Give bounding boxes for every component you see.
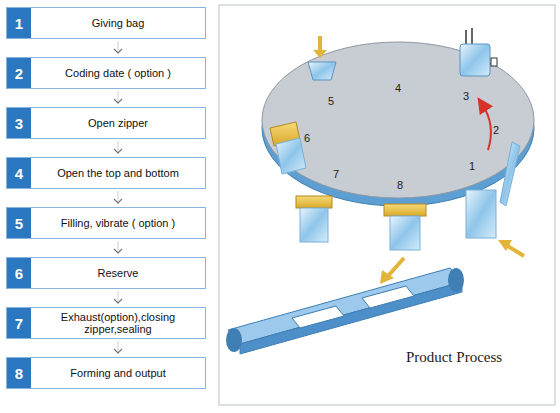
process-step: 1Giving bag bbox=[6, 7, 206, 39]
flow-chevron bbox=[114, 141, 122, 154]
process-step: 6Reserve bbox=[6, 257, 206, 289]
process-step: 3Open zipper bbox=[6, 107, 206, 139]
arrow-head bbox=[114, 349, 122, 353]
step-number: 2 bbox=[7, 58, 31, 88]
station-number: 4 bbox=[395, 82, 401, 94]
arrow-head bbox=[114, 49, 122, 53]
step-number: 6 bbox=[7, 258, 31, 288]
step-label: Open zipper bbox=[31, 108, 205, 138]
arrow-head bbox=[114, 149, 122, 153]
process-step: 8Forming and output bbox=[6, 357, 206, 389]
step-label: Exhaust(option),closing zipper,sealing bbox=[31, 308, 205, 338]
step-label: Open the top and bottom bbox=[31, 158, 205, 188]
station-number: 5 bbox=[328, 95, 334, 107]
step-number: 4 bbox=[7, 158, 31, 188]
caption-text: Product Process bbox=[406, 349, 502, 366]
process-step: 2Coding date ( option ) bbox=[6, 57, 206, 89]
station-number: 7 bbox=[333, 168, 339, 180]
step-label: Reserve bbox=[31, 258, 205, 288]
station-number: 1 bbox=[469, 160, 475, 172]
process-step: 7Exhaust(option),closing zipper,sealing bbox=[6, 307, 206, 339]
arrow-head bbox=[114, 249, 122, 253]
step-label: Filling, vibrate ( option ) bbox=[31, 208, 205, 238]
flow-chevron bbox=[114, 341, 122, 354]
arrow-head bbox=[114, 199, 122, 203]
flow-chevron bbox=[114, 191, 122, 204]
arrow-head bbox=[114, 299, 122, 303]
flow-chevron bbox=[114, 291, 122, 304]
flow-chevron bbox=[114, 41, 122, 54]
step-number: 7 bbox=[7, 308, 31, 338]
process-step: 5Filling, vibrate ( option ) bbox=[6, 207, 206, 239]
step-label: Giving bag bbox=[31, 8, 205, 38]
arrow-head bbox=[114, 99, 122, 103]
station-number: 2 bbox=[493, 124, 499, 136]
process-step: 4Open the top and bottom bbox=[6, 157, 206, 189]
step-number: 1 bbox=[7, 8, 31, 38]
station-number: 8 bbox=[397, 179, 403, 191]
flow-chevron bbox=[114, 241, 122, 254]
station-number: 3 bbox=[463, 90, 469, 102]
step-number: 5 bbox=[7, 208, 31, 238]
step-number: 8 bbox=[7, 358, 31, 388]
step-label: Forming and output bbox=[31, 358, 205, 388]
step-label: Coding date ( option ) bbox=[31, 58, 205, 88]
step-number: 3 bbox=[7, 108, 31, 138]
station-number: 6 bbox=[304, 132, 310, 144]
flow-chevron bbox=[114, 91, 122, 104]
